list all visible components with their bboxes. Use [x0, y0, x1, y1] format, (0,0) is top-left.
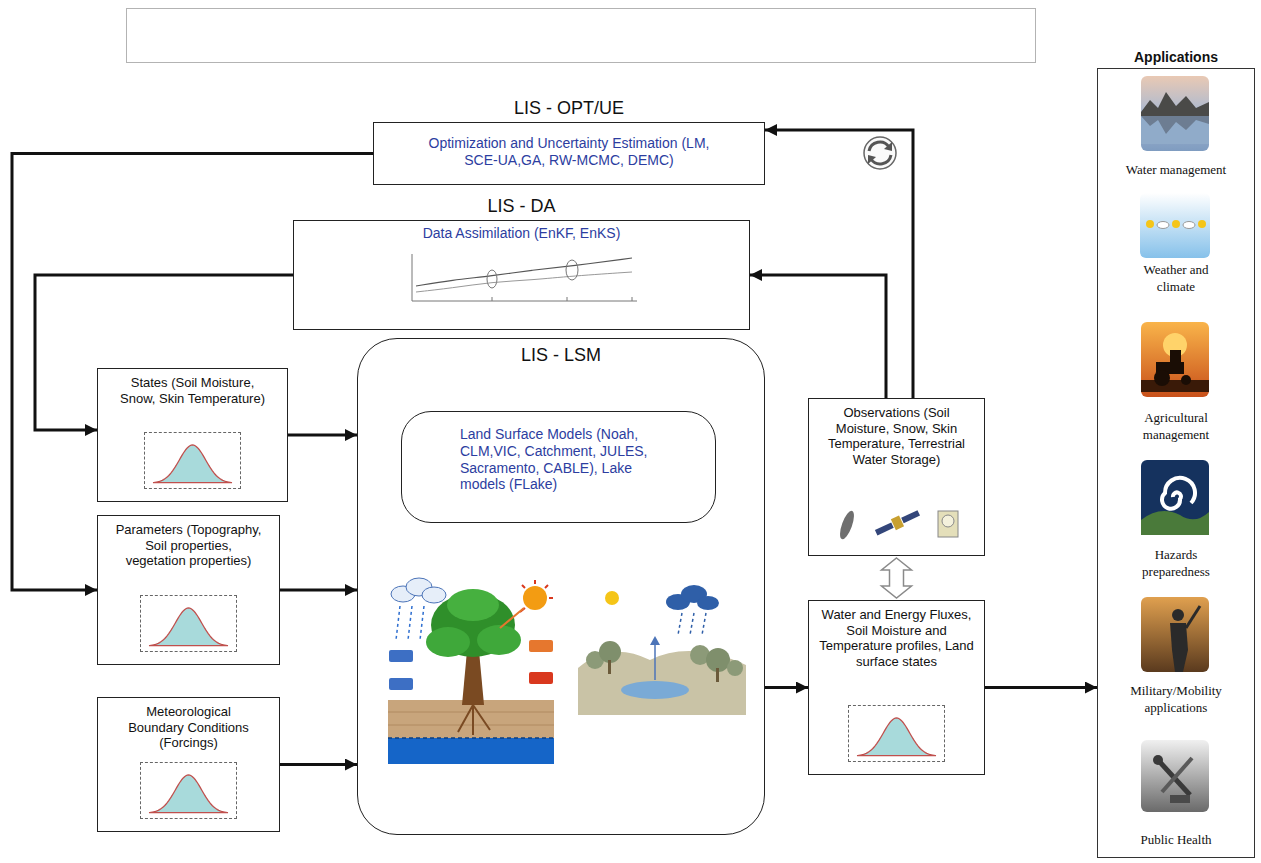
- flow-arrow: [288, 434, 357, 437]
- application-caption: Weather and climate: [1126, 262, 1226, 296]
- lsm-frame: LIS - LSM Land Surface Models (Noah, CLM,…: [357, 338, 765, 835]
- bell-curve: [141, 763, 236, 818]
- flow-arrow: [280, 589, 357, 592]
- distribution-frame: [140, 595, 237, 652]
- assimilation-box: LIS - DAData Assimilation (EnKF, EnKS): [293, 220, 750, 330]
- optimization-box: LIS - OPT/UEOptimization and Uncertainty…: [373, 122, 765, 185]
- box-label: Water and Energy Fluxes, Soil Moisture a…: [817, 607, 977, 669]
- bell-curve-shape: [153, 445, 232, 483]
- satellite-icons: [822, 503, 972, 543]
- bell-curve-shape: [149, 775, 228, 813]
- model-box: Land Surface Models (Noah, CLM,VIC, Catc…: [401, 411, 716, 523]
- bell-curve: [849, 706, 944, 761]
- application-caption: Hazards preparedness: [1126, 547, 1226, 581]
- exchange-arrow: [882, 558, 912, 598]
- states-box: States (Soil Moisture, Snow, Skin Temper…: [97, 368, 288, 502]
- assimilation-plot: [402, 246, 642, 308]
- distribution-frame: [848, 705, 945, 762]
- flow-arrow: [765, 686, 808, 689]
- box-label: Data Assimilation (EnKF, EnKS): [423, 225, 621, 242]
- flow-arrow: [765, 130, 913, 398]
- flow-arrow: [280, 763, 357, 766]
- observations-box: Observations (Soil Moisture, Snow, Skin …: [808, 398, 985, 556]
- distribution-frame: [144, 432, 241, 489]
- application-caption: Agricultural management: [1121, 410, 1231, 444]
- flow-arrow: [750, 275, 886, 398]
- cycle-icon: [864, 137, 896, 169]
- distribution-frame: [140, 762, 237, 819]
- box-label: Land Surface Models (Noah, CLM,VIC, Catc…: [460, 426, 665, 493]
- land-process-illustration: [388, 578, 554, 764]
- flow-arrow: [985, 686, 1097, 689]
- application-caption: Water management: [1101, 162, 1251, 179]
- box-label: Optimization and Uncertainty Estimation …: [427, 135, 712, 169]
- bell-curve-shape: [149, 608, 228, 646]
- box-label: Meteorological Boundary Conditions (Forc…: [121, 704, 256, 751]
- box-label: Parameters (Topography, Soil properties,…: [114, 522, 264, 569]
- parameters-box: Parameters (Topography, Soil properties,…: [97, 515, 280, 665]
- section-heading: LIS - DA: [234, 196, 809, 218]
- flow-arrow: [35, 275, 293, 430]
- bell-curve: [145, 433, 240, 488]
- flow-arrow: [12, 154, 373, 591]
- application-caption: Military/Mobility applications: [1119, 683, 1234, 717]
- forcings-box: Meteorological Boundary Conditions (Forc…: [97, 697, 280, 832]
- box-label: Observations (Soil Moisture, Snow, Skin …: [815, 405, 978, 467]
- applications-panel: Applications: [1097, 68, 1255, 858]
- outputs-box: Water and Energy Fluxes, Soil Moisture a…: [808, 600, 985, 775]
- bell-curve-shape: [857, 718, 936, 756]
- title-frame: [127, 9, 1036, 63]
- landscape-illustration: [578, 585, 746, 715]
- bell-curve: [141, 596, 236, 651]
- box-label: States (Soil Moisture, Snow, Skin Temper…: [120, 375, 265, 406]
- section-heading: LIS - LSM: [521, 345, 601, 367]
- section-heading: Applications: [1038, 49, 1261, 66]
- application-caption: Public Health: [1101, 832, 1251, 849]
- section-heading: LIS - OPT/UE: [314, 98, 824, 120]
